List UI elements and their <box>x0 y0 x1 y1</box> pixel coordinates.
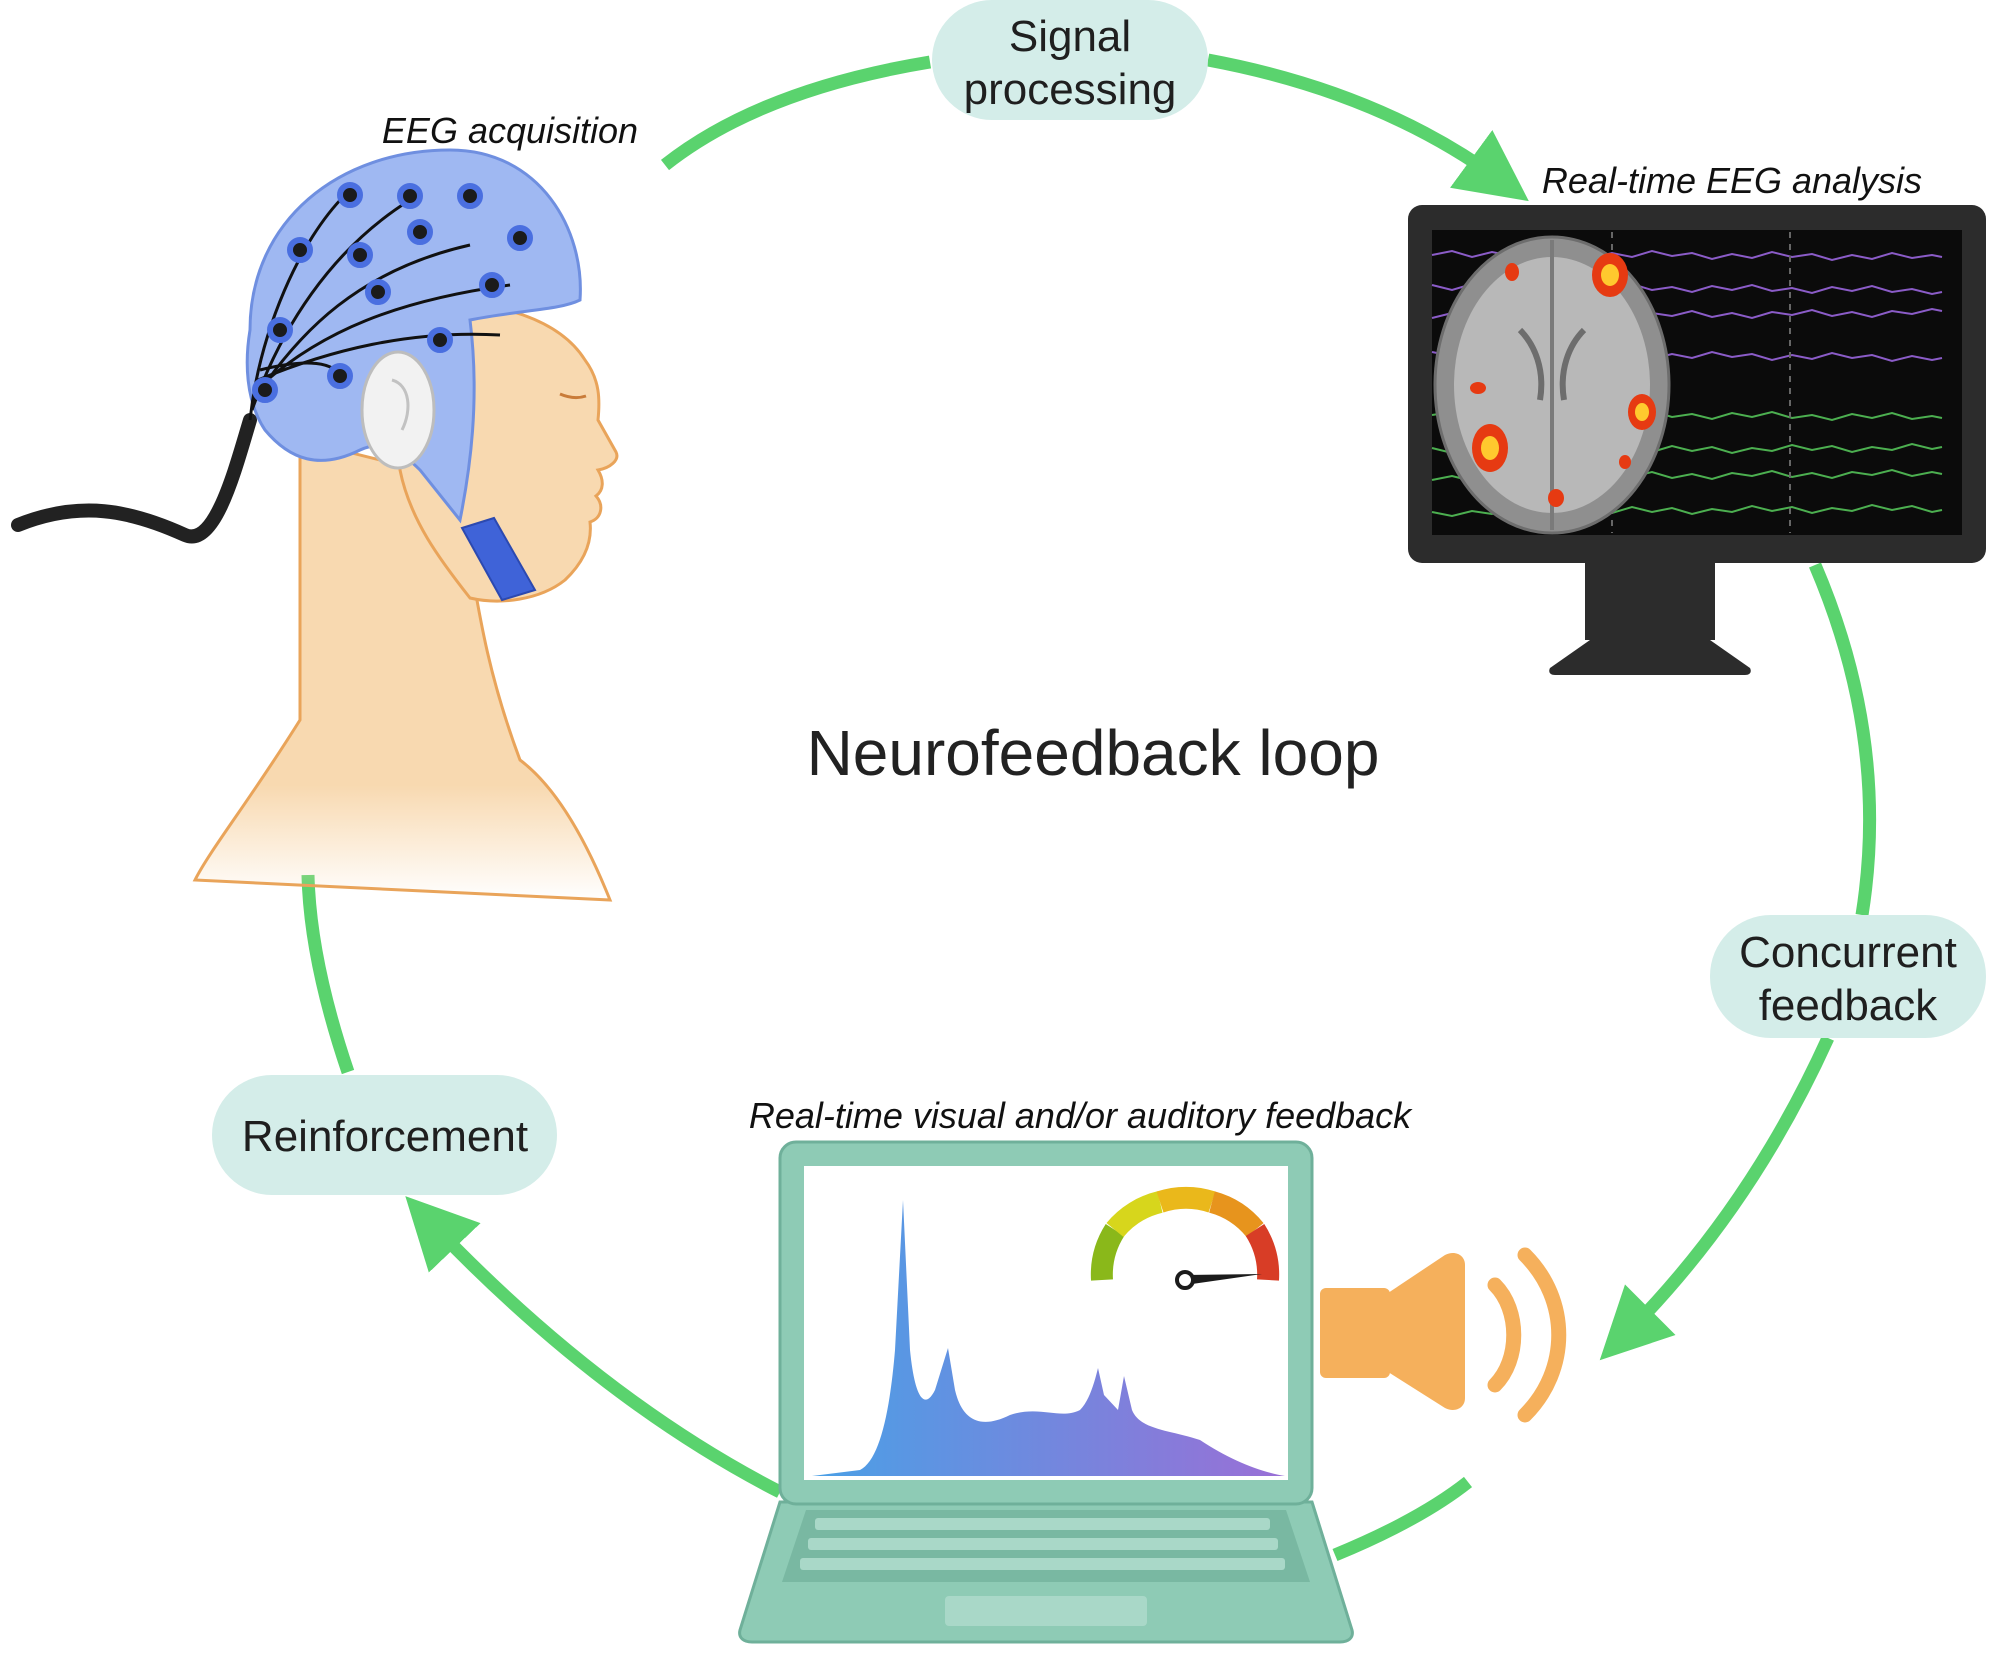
gauge-icon <box>1090 1186 1280 1290</box>
arrow-to-head <box>301 874 355 1075</box>
caption-eeg-analysis: Real-time EEG analysis <box>1542 160 1922 201</box>
spectrum-plot <box>812 1200 1285 1476</box>
arrow-to-concurrent-feedback <box>1809 562 1877 917</box>
feedback-laptop-icon <box>738 1140 1354 1644</box>
step-reinforcement: Reinforcement <box>212 1075 557 1195</box>
arrow-to-signal-processing <box>660 55 932 171</box>
step-signal-processing: Signal processing <box>932 0 1208 120</box>
loop-arrows <box>301 53 1877 1562</box>
caption-eeg-acquisition: EEG acquisition <box>382 110 638 151</box>
signal-processing-line1: Signal <box>1009 12 1131 61</box>
diagram-title: Neurofeedback loop <box>807 717 1380 789</box>
arrow-to-speaker <box>1599 1035 1834 1361</box>
eeg-cap-head-icon <box>11 148 619 902</box>
eeg-monitor-icon <box>1408 205 1986 675</box>
signal-processing-line2: processing <box>964 65 1177 114</box>
concurrent-feedback-line2: feedback <box>1759 981 1939 1030</box>
arrow-from-laptop <box>1332 1476 1473 1562</box>
arrow-to-analysis <box>1206 53 1529 202</box>
concurrent-feedback-line1: Concurrent <box>1739 928 1957 977</box>
arrow-to-reinforcement <box>405 1196 783 1498</box>
reinforcement-label: Reinforcement <box>242 1112 528 1161</box>
caption-feedback: Real-time visual and/or auditory feedbac… <box>749 1095 1413 1136</box>
step-concurrent-feedback: Concurrent feedback <box>1710 915 1986 1038</box>
speaker-icon <box>1320 1247 1567 1423</box>
